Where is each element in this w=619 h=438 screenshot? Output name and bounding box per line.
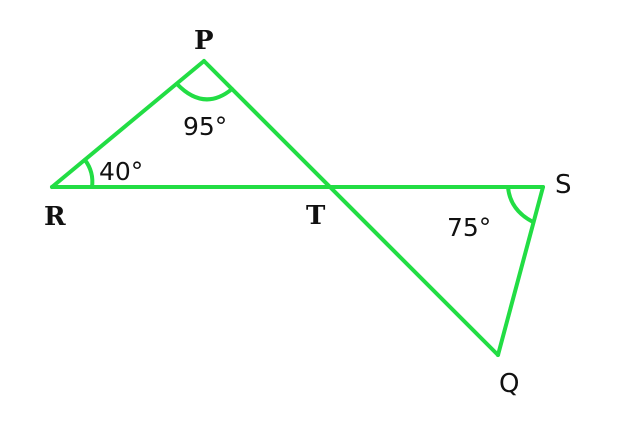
segment-sq (496, 185, 545, 357)
vertex-label-t: T (306, 201, 326, 231)
vertex-label-q: Q (499, 369, 519, 399)
angle-value-r: 40° (99, 157, 143, 186)
angle-value-p: 95° (183, 112, 227, 141)
segment-pq (202, 59, 500, 357)
angle-value-s: 75° (447, 213, 491, 242)
vertex-label-r: R (44, 202, 66, 232)
angle-arc-r (83, 158, 95, 189)
vertex-label-s: S (555, 170, 572, 200)
vertex-label-p: P (194, 26, 214, 56)
angle-arc-s (506, 185, 535, 224)
segment-rp (50, 59, 206, 189)
angle-arc-p (175, 82, 234, 102)
